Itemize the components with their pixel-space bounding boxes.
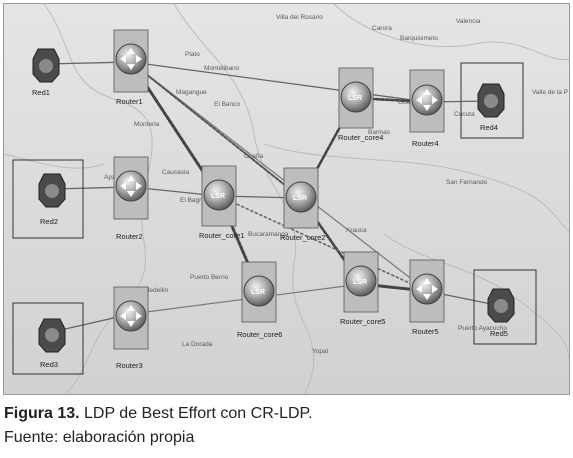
red3-box (12, 302, 84, 375)
network-diagram: Villa del Rosario Carora Valencia Barqui… (3, 3, 570, 395)
red1-node: Red1 (32, 48, 60, 97)
map-label: Puerto Berrio (190, 274, 229, 281)
map-label: Arauca (346, 227, 367, 234)
map-label: El Banco (214, 101, 240, 108)
network-cloud-icon-inner (494, 299, 508, 313)
caption-source: Fuente: elaboración propia (4, 429, 195, 446)
red2-box (12, 159, 84, 239)
router-arrows-icon (416, 278, 438, 300)
router4-node: Router4 (409, 69, 445, 148)
caption-title-line: Figura 13. LDP de Best Effort con CR-LDP… (4, 402, 313, 426)
lsr-router-icon (285, 181, 317, 213)
map-label: Barinas (368, 129, 391, 136)
map-label: Puerto Ayacucho (458, 325, 507, 332)
network-cloud-icon-inner (39, 59, 53, 73)
figure-caption: Figura 13. LDP de Best Effort con CR-LDP… (4, 402, 313, 450)
link-core1-router5 (218, 195, 428, 292)
network-cloud-icon-inner (45, 184, 59, 198)
map-label: Carora (372, 25, 392, 32)
lsr-tag: LSR (353, 279, 367, 286)
lsr-tag: LSR (251, 289, 265, 296)
map-label: El Bagre (180, 197, 205, 204)
red1-label: Red1 (32, 88, 50, 97)
map-label: La Dorada (182, 341, 213, 348)
router2-label: Router2 (116, 232, 143, 241)
lsr-router-icon (345, 265, 377, 297)
map-label: Montelibano (204, 65, 240, 72)
red5-node: Red5 (487, 288, 515, 338)
lsr-router-icon (203, 179, 235, 211)
lsr-tag: LSR (211, 193, 225, 200)
core2-node: LSR Router_core2 (280, 167, 325, 242)
core4-label: Router_core4 (338, 133, 383, 142)
red5-label: Red5 (490, 329, 508, 338)
core1-node: LSR Router_core1 (199, 165, 244, 240)
figure-label: Figura 13. (4, 405, 80, 422)
network-canvas: Villa del Rosario Carora Valencia Barqui… (4, 4, 569, 394)
router4-label: Router4 (412, 139, 439, 148)
map-label: Caucasia (162, 169, 189, 176)
network-cloud-icon-inner (484, 94, 498, 108)
core1-label: Router_core1 (199, 231, 244, 240)
router1-label: Router1 (116, 97, 143, 106)
map-label: Valencia (456, 18, 481, 25)
map-label: Plato (185, 51, 200, 58)
core5-label: Router_core5 (340, 317, 385, 326)
red3-node: Red3 (38, 318, 66, 369)
core6-label: Router_core6 (237, 330, 282, 339)
red5-box (473, 269, 537, 345)
router-arrows-icon (120, 305, 142, 327)
map-label: San Fernando (446, 179, 488, 186)
red4-node: Red4 (477, 83, 505, 132)
link-router1-core2 (130, 61, 302, 199)
core4-node: LSR Router_core4 (338, 67, 383, 142)
core2-label: Router_core2 (280, 233, 325, 242)
red2-node: Red2 (38, 173, 66, 226)
red4-label: Red4 (480, 123, 498, 132)
map-label: Magangue (176, 89, 207, 96)
router2-node: Router2 (113, 156, 149, 241)
map-label: Valle de la P (532, 89, 568, 96)
map-label: Medellin (144, 287, 169, 294)
map-label: Barquisimeto (400, 35, 438, 42)
router-arrows-icon (120, 175, 142, 197)
router5-label: Router5 (412, 327, 439, 336)
map-label: Monteria (134, 121, 160, 128)
network-boxes (12, 62, 537, 375)
core5-node: LSR Router_core5 (340, 251, 385, 326)
map-label: Yopal (312, 348, 329, 355)
router-arrows-icon (416, 89, 438, 111)
router1-node: Router1 (113, 29, 149, 106)
lsr-tag: LSR (293, 195, 307, 202)
red2-label: Red2 (40, 217, 58, 226)
red4-box (460, 62, 524, 139)
map-label: Bucaramanga (248, 231, 289, 238)
figure-title: LDP de Best Effort con CR-LDP. (79, 405, 313, 422)
lsr-router-icon (340, 81, 372, 113)
router3-node: Router3 (113, 286, 149, 370)
router-icon (115, 170, 147, 202)
router5-node: Router5 (409, 259, 445, 336)
core6-node: LSR Router_core6 (237, 261, 282, 339)
link-router1-router4 (130, 61, 428, 103)
router-icon (115, 300, 147, 332)
map-label: Cucuta (454, 111, 475, 118)
lsr-router-icon (243, 275, 275, 307)
map-label: Villa del Rosario (276, 14, 323, 21)
router3-label: Router3 (116, 361, 143, 370)
lsr-tag: LSR (348, 95, 362, 102)
red3-label: Red3 (40, 360, 58, 369)
router-icon (115, 43, 147, 75)
router-icon (411, 273, 443, 305)
network-cloud-icon-inner (45, 328, 59, 342)
router-icon (411, 84, 443, 116)
router-arrows-icon (120, 48, 142, 70)
